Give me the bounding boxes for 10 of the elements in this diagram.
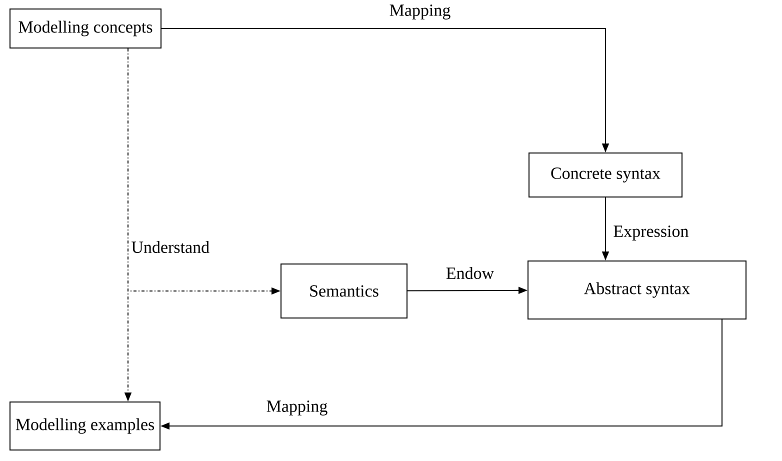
edge-label: Mapping <box>265 400 329 416</box>
process-box: Modelling concepts <box>10 8 162 48</box>
process-box: Concrete syntax <box>528 152 682 198</box>
process-box: Abstract syntax <box>528 260 746 320</box>
edge-label: Expression <box>612 224 690 242</box>
edge-label: Endow <box>444 266 496 280</box>
edge-label: Understand <box>130 240 211 254</box>
edge-label: Mapping <box>388 4 452 20</box>
process-box: Modelling examples <box>10 402 160 450</box>
process-box: Semantics <box>280 264 408 318</box>
